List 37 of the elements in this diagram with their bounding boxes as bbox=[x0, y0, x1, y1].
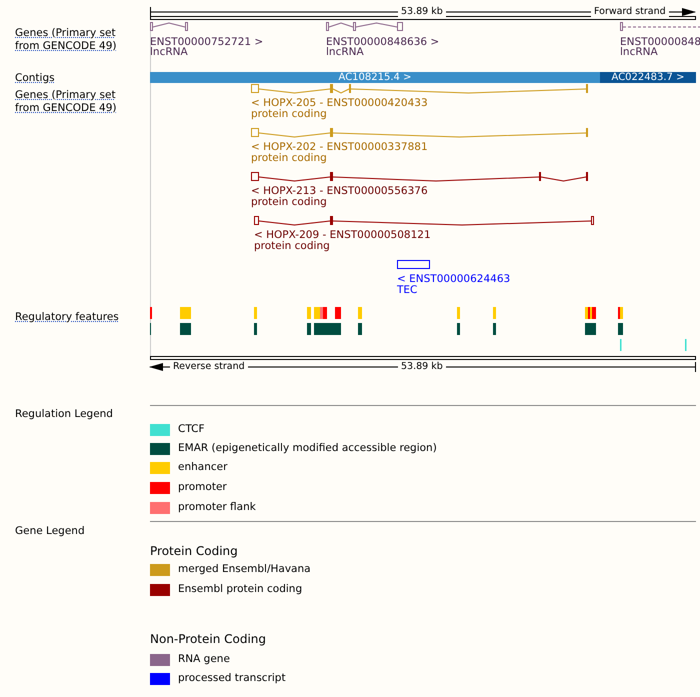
text-label: Gene Legend bbox=[15, 525, 85, 537]
scale-label: 53.89 kb bbox=[398, 6, 446, 18]
track-label: Genes (Primary set from GENCODE 49) bbox=[15, 89, 118, 115]
text-label: Regulation Legend bbox=[15, 408, 113, 420]
contig-bar: AC022483.7 > bbox=[600, 72, 696, 83]
contig-bar: AC108215.4 > bbox=[150, 72, 600, 83]
text-label: lncRNA bbox=[620, 46, 658, 58]
legend-label: merged Ensembl/Havana bbox=[178, 563, 311, 575]
track-label: Genes (Primary set from GENCODE 49) bbox=[15, 27, 118, 53]
text-label: protein coding bbox=[251, 108, 327, 120]
legend-label: EMAR (epigenetically modified accessible region) bbox=[178, 442, 437, 454]
text-label: protein coding bbox=[254, 240, 330, 252]
track-label: Regulatory features bbox=[15, 311, 120, 324]
text-label: ENST00000752721 > bbox=[150, 36, 264, 48]
text-label: ENST00000848 bbox=[620, 36, 700, 48]
legend-label: CTCF bbox=[178, 423, 205, 435]
legend-label: Ensembl protein coding bbox=[178, 583, 302, 595]
text-label: lncRNA bbox=[150, 46, 188, 58]
legend-label: promoter flank bbox=[178, 501, 256, 513]
legend-label: processed transcript bbox=[178, 672, 286, 684]
scale-label: Forward strand bbox=[591, 6, 669, 18]
text-label: < HOPX-205 - ENST00000420433 bbox=[251, 97, 428, 109]
text-label: TEC bbox=[397, 284, 418, 296]
legend-label: enhancer bbox=[178, 461, 228, 473]
legend-heading: Protein Coding bbox=[150, 545, 238, 557]
text-label: ENST00000848636 > bbox=[326, 36, 440, 48]
text-label: < HOPX-202 - ENST00000337881 bbox=[251, 141, 428, 153]
text-label: < HOPX-209 - ENST00000508121 bbox=[254, 229, 431, 241]
track-label: Contigs bbox=[15, 72, 56, 85]
text-label: protein coding bbox=[251, 196, 327, 208]
legend-heading: Non-Protein Coding bbox=[150, 633, 266, 645]
text-label: lncRNA bbox=[326, 46, 364, 58]
legend-label: promoter bbox=[178, 481, 227, 493]
text-label: < ENST00000624463 bbox=[397, 273, 510, 285]
text-label: < HOPX-213 - ENST00000556376 bbox=[251, 185, 428, 197]
legend-label: RNA gene bbox=[178, 653, 230, 665]
text-label: protein coding bbox=[251, 152, 327, 164]
